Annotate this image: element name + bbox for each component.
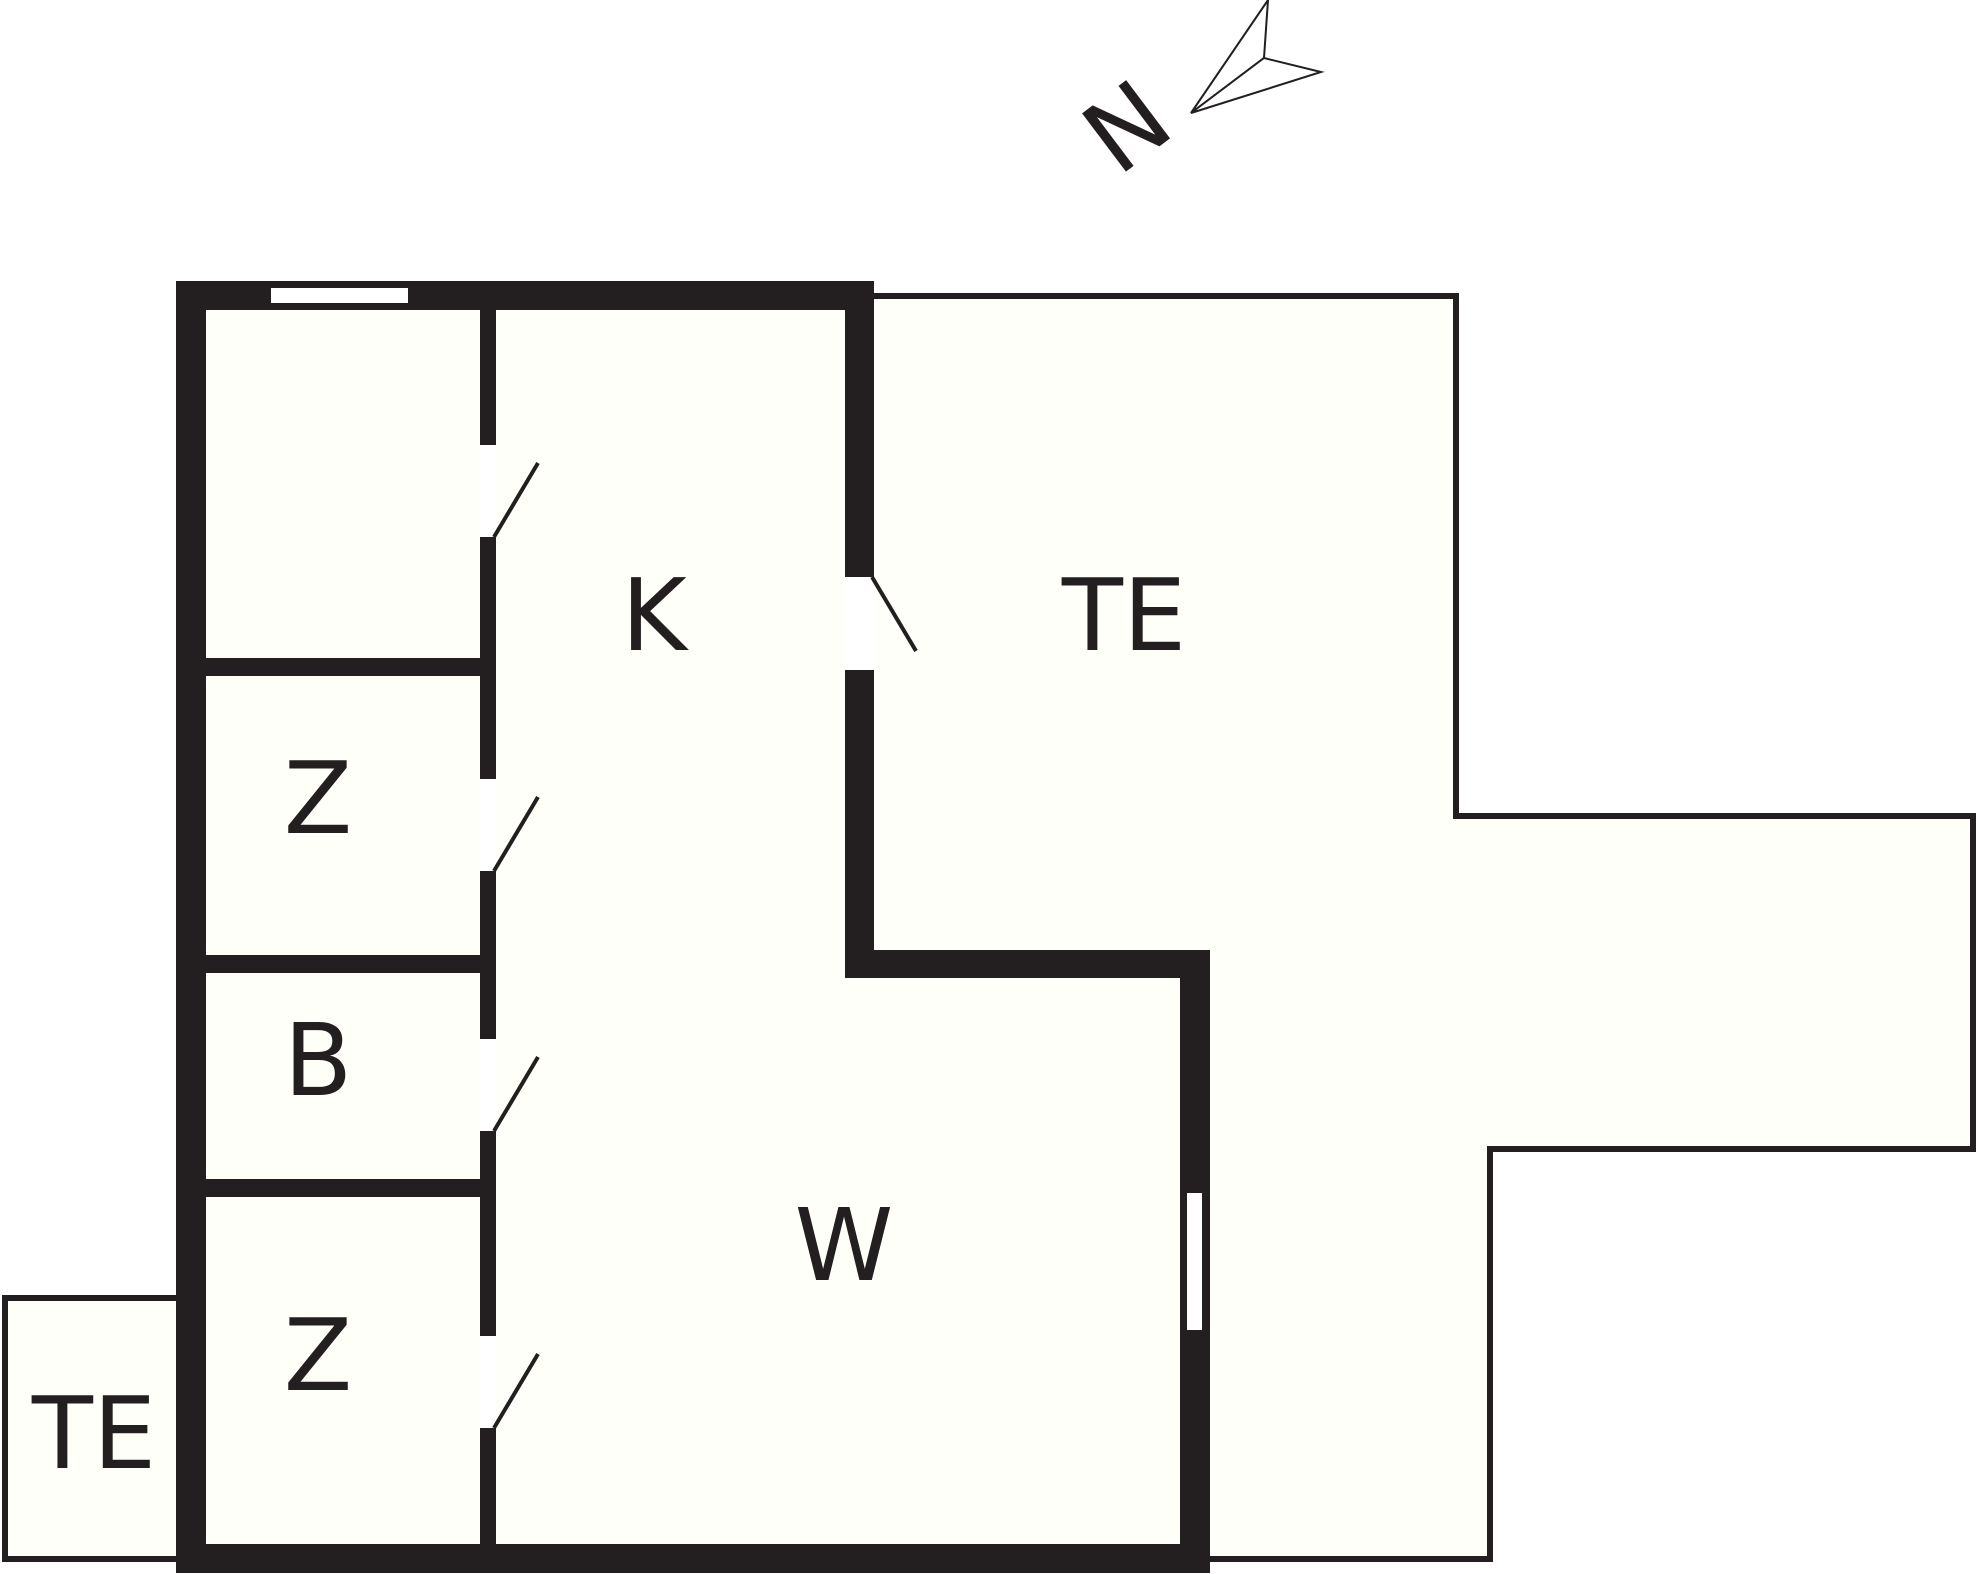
compass-north-letter: N — [1062, 58, 1192, 196]
room-label-room-upper: Z — [284, 740, 353, 857]
room-label-room-lower: Z — [284, 1297, 353, 1414]
compass: N — [1062, 0, 1325, 197]
door-opening-1 — [480, 445, 496, 537]
door-opening-2 — [480, 779, 496, 871]
house-interior — [206, 310, 1180, 1544]
door-leaf-terrace — [870, 575, 918, 653]
door-leaf-2 — [492, 795, 540, 873]
room-label-terrace-small: TE — [31, 1375, 156, 1492]
room-label-kitchen: K — [621, 557, 689, 674]
door-opening-terrace — [845, 577, 874, 670]
partition-wall-vertical — [480, 305, 496, 1547]
window-right — [1185, 1191, 1204, 1332]
window-top — [269, 286, 410, 305]
door-leaf-1 — [492, 461, 540, 539]
door-opening-4 — [480, 1336, 496, 1428]
room-label-bathroom: B — [284, 1002, 353, 1119]
room-label-living-room: W — [795, 1187, 894, 1304]
partition-wall-3 — [204, 1179, 482, 1197]
partition-wall-1 — [204, 658, 482, 676]
room-label-terrace-large: TE — [1061, 557, 1186, 674]
north-arrow-shadow-icon — [1190, 56, 1325, 114]
door-leaf-4 — [492, 1352, 540, 1430]
door-opening-3 — [480, 1039, 496, 1131]
door-leaf-3 — [492, 1055, 540, 1133]
partition-wall-2 — [204, 955, 482, 973]
